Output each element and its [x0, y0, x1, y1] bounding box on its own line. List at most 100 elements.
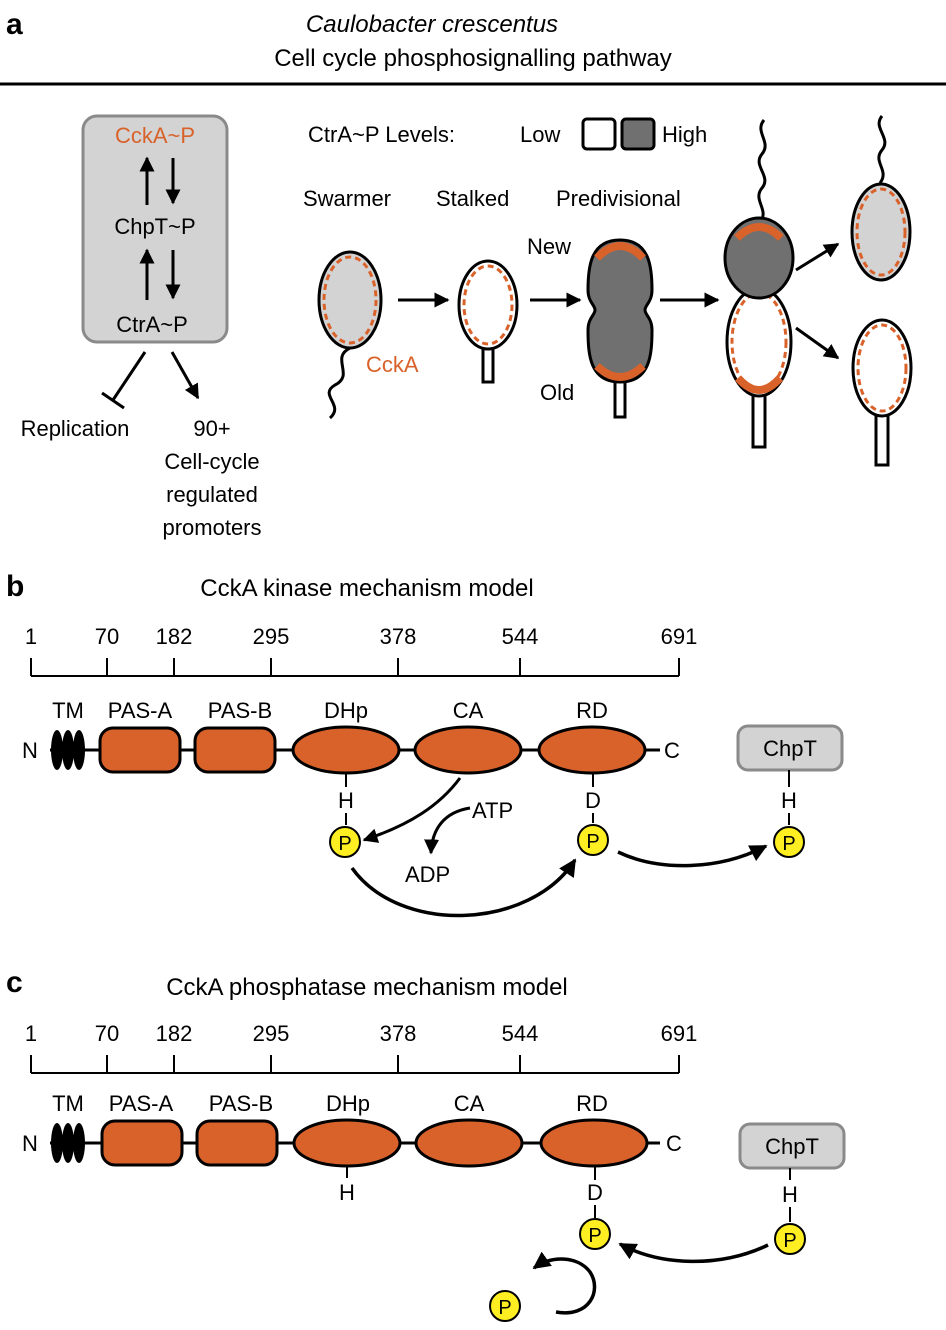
pas-a-domain-c	[100, 1119, 184, 1167]
phosphate-rd-c	[579, 1218, 611, 1250]
phosphate-dhp-b	[329, 826, 361, 858]
legend-low-label: Low	[520, 122, 560, 147]
chpt-to-rd-transfer-arrow	[618, 1242, 769, 1264]
dhp-domain-c	[292, 1118, 402, 1168]
promoters-line-2: Cell-cycle	[164, 449, 259, 474]
dhp-label-b: DHp	[324, 698, 368, 723]
activation-arrow	[170, 351, 200, 400]
legend-high-swatch	[620, 117, 656, 151]
adp-label: ADP	[405, 862, 450, 887]
phosphate-rd-label-c: P	[588, 1225, 601, 1247]
ctra-p-label: CtrA~P	[116, 312, 188, 337]
ca-domain-b	[413, 725, 523, 775]
ruler-b-tick-label-5: 544	[502, 624, 539, 649]
protein-b	[50, 725, 660, 775]
ruler-c-tick-label-1: 70	[95, 1021, 119, 1046]
legend-low-swatch	[581, 117, 617, 151]
atp-transfer-arrow	[362, 777, 462, 843]
ca-domain-c	[414, 1118, 524, 1168]
tm-label-c: TM	[52, 1091, 84, 1116]
phosphate-rd-b	[577, 824, 609, 856]
pas-b-domain-b	[193, 726, 277, 774]
his-label-b: H	[338, 788, 354, 813]
stage-stalked-label: Stalked	[436, 186, 509, 211]
phosphate-chpt-label-c: P	[783, 1230, 796, 1252]
stage-predivisional-label: Predivisional	[556, 186, 681, 211]
panel-c-label: c	[6, 966, 23, 999]
arrow-to-swarmer-daughter	[795, 242, 840, 272]
atp-to-adp-arrow	[424, 806, 471, 855]
ruler-c-tick-label-2: 182	[156, 1021, 193, 1046]
pas-b-label-c: PAS-B	[209, 1091, 273, 1116]
pas-b-domain-c	[195, 1119, 279, 1167]
panel-a-title: Cell cycle phosphosignalling pathway	[274, 45, 672, 72]
tm-label-b: TM	[52, 698, 84, 723]
ruler-b: 1 70 182 295 378 544 691	[25, 624, 698, 677]
chpt-his-label-b: H	[781, 788, 797, 813]
stage-swarmer-label: Swarmer	[303, 186, 391, 211]
swarmer-cell	[317, 250, 383, 420]
rd-label-b: RD	[576, 698, 608, 723]
phosphorelay-box	[81, 114, 229, 344]
dhp-to-rd-transfer-arrow	[350, 858, 577, 918]
ruler-c-tick-label-4: 378	[380, 1021, 417, 1046]
rd-domain-c	[539, 1118, 649, 1168]
chpt-label-c: ChpT	[765, 1134, 819, 1159]
promoters-line-1: 90+	[193, 416, 230, 441]
ruler-b-tick-label-6: 691	[661, 624, 698, 649]
c-terminus-b: C	[664, 738, 680, 763]
rd-label-c: RD	[576, 1091, 608, 1116]
phosphate-rd-label-b: P	[586, 831, 599, 853]
ctra-levels-label: CtrA~P Levels:	[308, 122, 455, 147]
pas-a-domain-b	[98, 726, 182, 774]
legend-high-label: High	[662, 122, 707, 147]
n-terminus-c: N	[22, 1131, 38, 1156]
inhibition-line	[111, 351, 147, 401]
ccka-label: CckA	[366, 352, 419, 377]
stalked-cell	[457, 259, 519, 384]
rd-to-chpt-transfer-arrow	[617, 844, 768, 868]
his-label-c: H	[339, 1180, 355, 1205]
n-terminus-b: N	[22, 738, 38, 763]
swarmer-daughter-cell	[850, 115, 912, 282]
phosphate-chpt-b	[773, 826, 805, 858]
new-pole-label: New	[527, 234, 571, 259]
chpt-label-b: ChpT	[763, 736, 817, 761]
phosphate-dhp-label-b: P	[338, 833, 351, 855]
inhibition-bar	[101, 391, 125, 410]
free-phosphate-label-c: P	[498, 1297, 511, 1319]
ruler-c-tick-label-5: 544	[502, 1021, 539, 1046]
atp-label: ATP	[472, 798, 513, 823]
ca-label-b: CA	[453, 698, 484, 723]
pas-b-label-b: PAS-B	[208, 698, 272, 723]
pas-a-label-c: PAS-A	[109, 1091, 174, 1116]
ruler-b-tick-label-4: 378	[380, 624, 417, 649]
ca-label-c: CA	[454, 1091, 485, 1116]
chpt-his-label-c: H	[782, 1182, 798, 1207]
ruler-c-tick-label-3: 295	[253, 1021, 290, 1046]
protein-c	[50, 1118, 660, 1168]
phosphate-chpt-label-b: P	[782, 833, 795, 855]
pas-a-label-b: PAS-A	[108, 698, 173, 723]
panel-a-label: a	[6, 8, 23, 41]
free-phosphate-c	[489, 1290, 521, 1322]
dhp-domain-b	[291, 725, 401, 775]
panel-b-title: CckA kinase mechanism model	[200, 575, 533, 602]
replication-label: Replication	[21, 416, 130, 441]
ccka-p-label: CckA~P	[115, 123, 195, 148]
chpt-box-c	[738, 1122, 846, 1170]
ruler-b-tick-label-1: 70	[95, 624, 119, 649]
promoters-line-4: promoters	[162, 515, 261, 540]
ruler-b-tick-label-0: 1	[25, 624, 37, 649]
ruler-b-tick-label-2: 182	[156, 624, 193, 649]
c-terminus-c: C	[666, 1131, 682, 1156]
ruler-b-tick-label-3: 295	[253, 624, 290, 649]
chpt-p-label: ChpT~P	[114, 214, 195, 239]
panel-a-title-species: Caulobacter crescentus	[306, 11, 558, 38]
dividing-cell	[723, 119, 795, 449]
phosphate-chpt-c	[774, 1223, 806, 1255]
rd-domain-b	[537, 725, 647, 775]
dhp-label-c: DHp	[326, 1091, 370, 1116]
